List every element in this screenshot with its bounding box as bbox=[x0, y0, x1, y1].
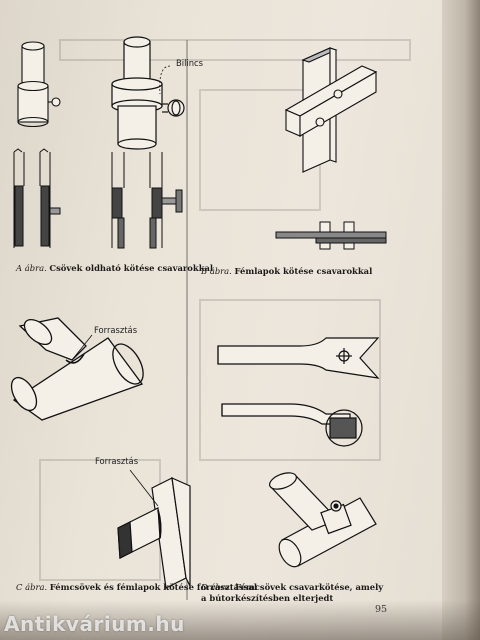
figure-b-letter: B bbox=[201, 266, 208, 276]
figure-a-caption: A ábra. Csövek oldható kötése csavarokka… bbox=[16, 263, 213, 274]
figure-b-caption: B ábra. Fémlapok kötése csavarokkal bbox=[201, 266, 372, 277]
soldered-pipe-plate bbox=[117, 477, 191, 589]
figure-d-caption: D ábra. Fémcsövek csavarkötése, amely a … bbox=[201, 582, 383, 604]
callout-forrasztas-top: Forrasztás bbox=[94, 325, 138, 335]
figure-a-caption-text: Csövek oldható kötése csavarokkal bbox=[49, 263, 214, 273]
figure-b-abra: ábra. bbox=[209, 266, 232, 276]
section-small-pipe bbox=[13, 148, 61, 248]
pipe-bolt-tee bbox=[268, 472, 377, 568]
figure-d-letter: D bbox=[201, 582, 208, 592]
pipe-with-set-screw-small bbox=[17, 41, 61, 128]
plates-bolted-section bbox=[275, 221, 387, 250]
flattened-pipe-bottom bbox=[221, 403, 363, 447]
figure-c-letter: C bbox=[16, 582, 23, 592]
figure-b-caption-text: Fémlapok kötése csavarokkal bbox=[234, 266, 373, 276]
figure-c-caption: C ábra. Fémcsövek és fémlapok kötése for… bbox=[16, 582, 257, 593]
callout-forrasztas-bottom: Forrasztás bbox=[95, 456, 139, 466]
figure-c-caption-text: Fémcsövek és fémlapok kötése forrasztáss… bbox=[49, 582, 258, 592]
figure-a-abra: ábra. bbox=[24, 263, 47, 273]
soldered-pipe-tee bbox=[10, 317, 144, 421]
watermark: Antikvárium.hu bbox=[4, 612, 185, 636]
figure-d-caption-line1: Fémcsövek csavarkötése, amely bbox=[235, 582, 384, 592]
figure-d-abra: ábra. bbox=[210, 582, 233, 592]
section-clamp-pipe bbox=[111, 152, 183, 249]
plates-bolted-3d bbox=[284, 47, 378, 173]
callout-bilincs: Bilincs bbox=[176, 58, 204, 68]
figure-a-letter: A bbox=[16, 263, 23, 273]
pipe-with-clamp bbox=[111, 36, 185, 150]
figure-d-caption-line2: a bútorkészítésben elterjedt bbox=[201, 593, 334, 603]
flattened-pipe-top bbox=[217, 337, 380, 379]
bottom-shadow bbox=[0, 600, 480, 640]
figure-c-abra: ábra. bbox=[25, 582, 48, 592]
page-edge bbox=[442, 0, 480, 640]
